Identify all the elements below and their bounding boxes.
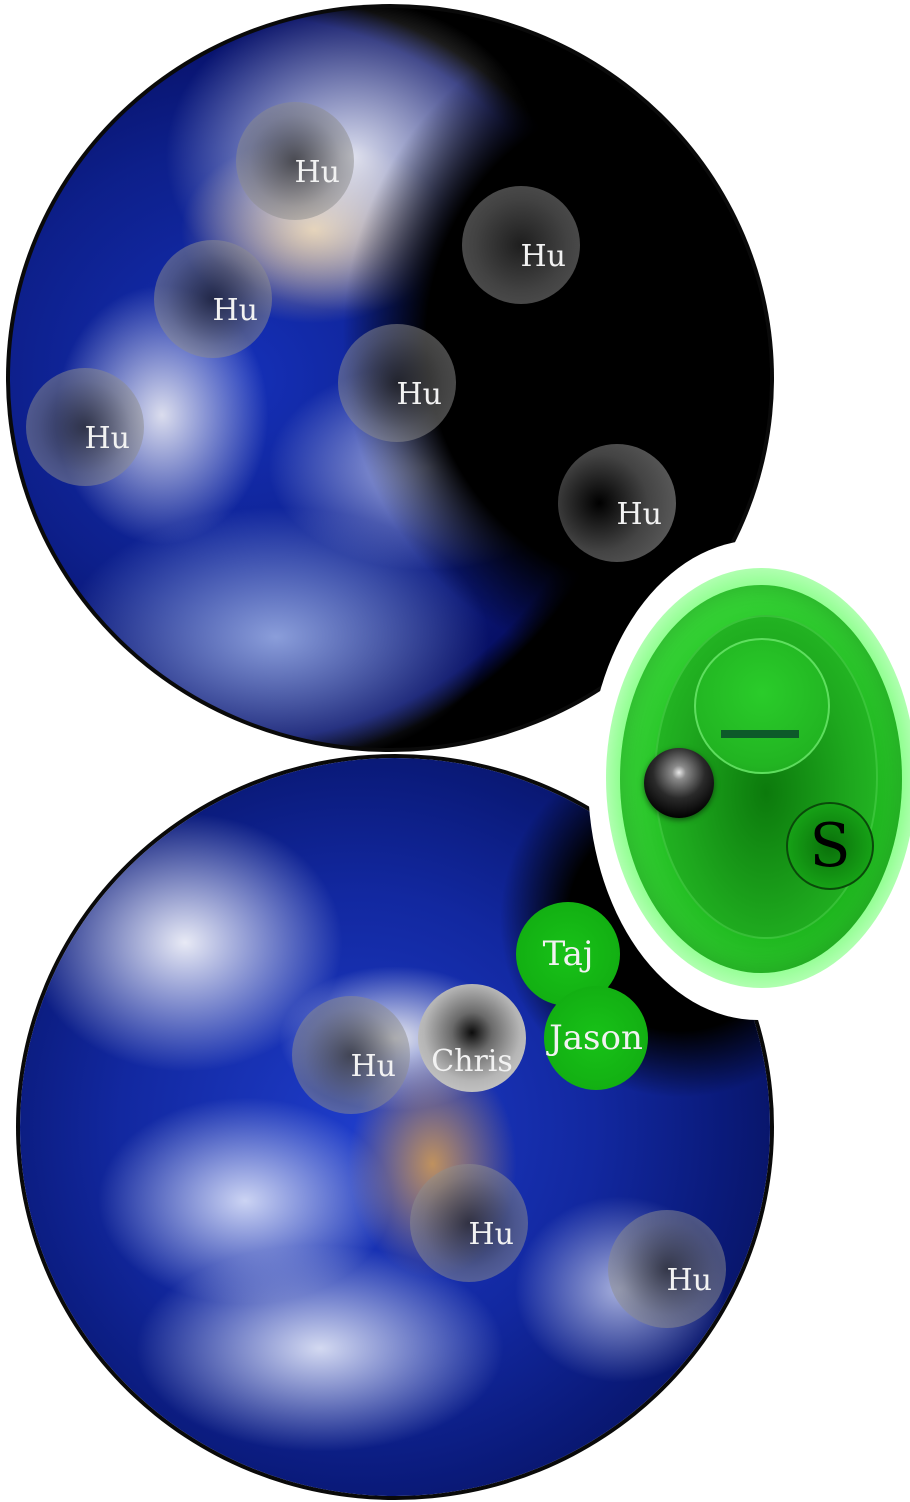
minus-icon (721, 730, 799, 738)
hu-marker[interactable]: Hu (26, 368, 144, 486)
player-jason-label: Jason (549, 1018, 643, 1058)
hu-label: Hu (84, 421, 130, 456)
minus-button[interactable] (694, 638, 830, 774)
player-chris[interactable]: Chris (418, 984, 526, 1092)
hu-marker[interactable]: Hu (338, 324, 456, 442)
s-button[interactable]: S (786, 802, 874, 890)
player-chris-label: Chris (431, 1043, 513, 1079)
hu-label: Hu (212, 293, 258, 328)
hu-label: Hu (294, 155, 340, 190)
player-taj-label: Taj (542, 934, 594, 974)
hu-marker[interactable]: Hu (462, 186, 580, 304)
hu-label: Hu (520, 239, 566, 274)
hu-label: Hu (468, 1217, 514, 1252)
player-jason[interactable]: Jason (544, 986, 648, 1090)
black-ball-token[interactable] (644, 748, 714, 818)
hu-label: Hu (350, 1049, 396, 1084)
s-button-label: S (809, 811, 851, 881)
hu-marker[interactable]: Hu (154, 240, 272, 358)
hu-marker[interactable]: Hu (236, 102, 354, 220)
hu-marker[interactable]: Hu (410, 1164, 528, 1282)
hu-marker[interactable]: Hu (292, 996, 410, 1114)
hu-label: Hu (616, 497, 662, 532)
hu-marker[interactable]: Hu (558, 444, 676, 562)
hu-label: Hu (396, 377, 442, 412)
hu-marker[interactable]: Hu (608, 1210, 726, 1328)
player-taj[interactable]: Taj (516, 902, 620, 1006)
hu-label: Hu (666, 1263, 712, 1298)
